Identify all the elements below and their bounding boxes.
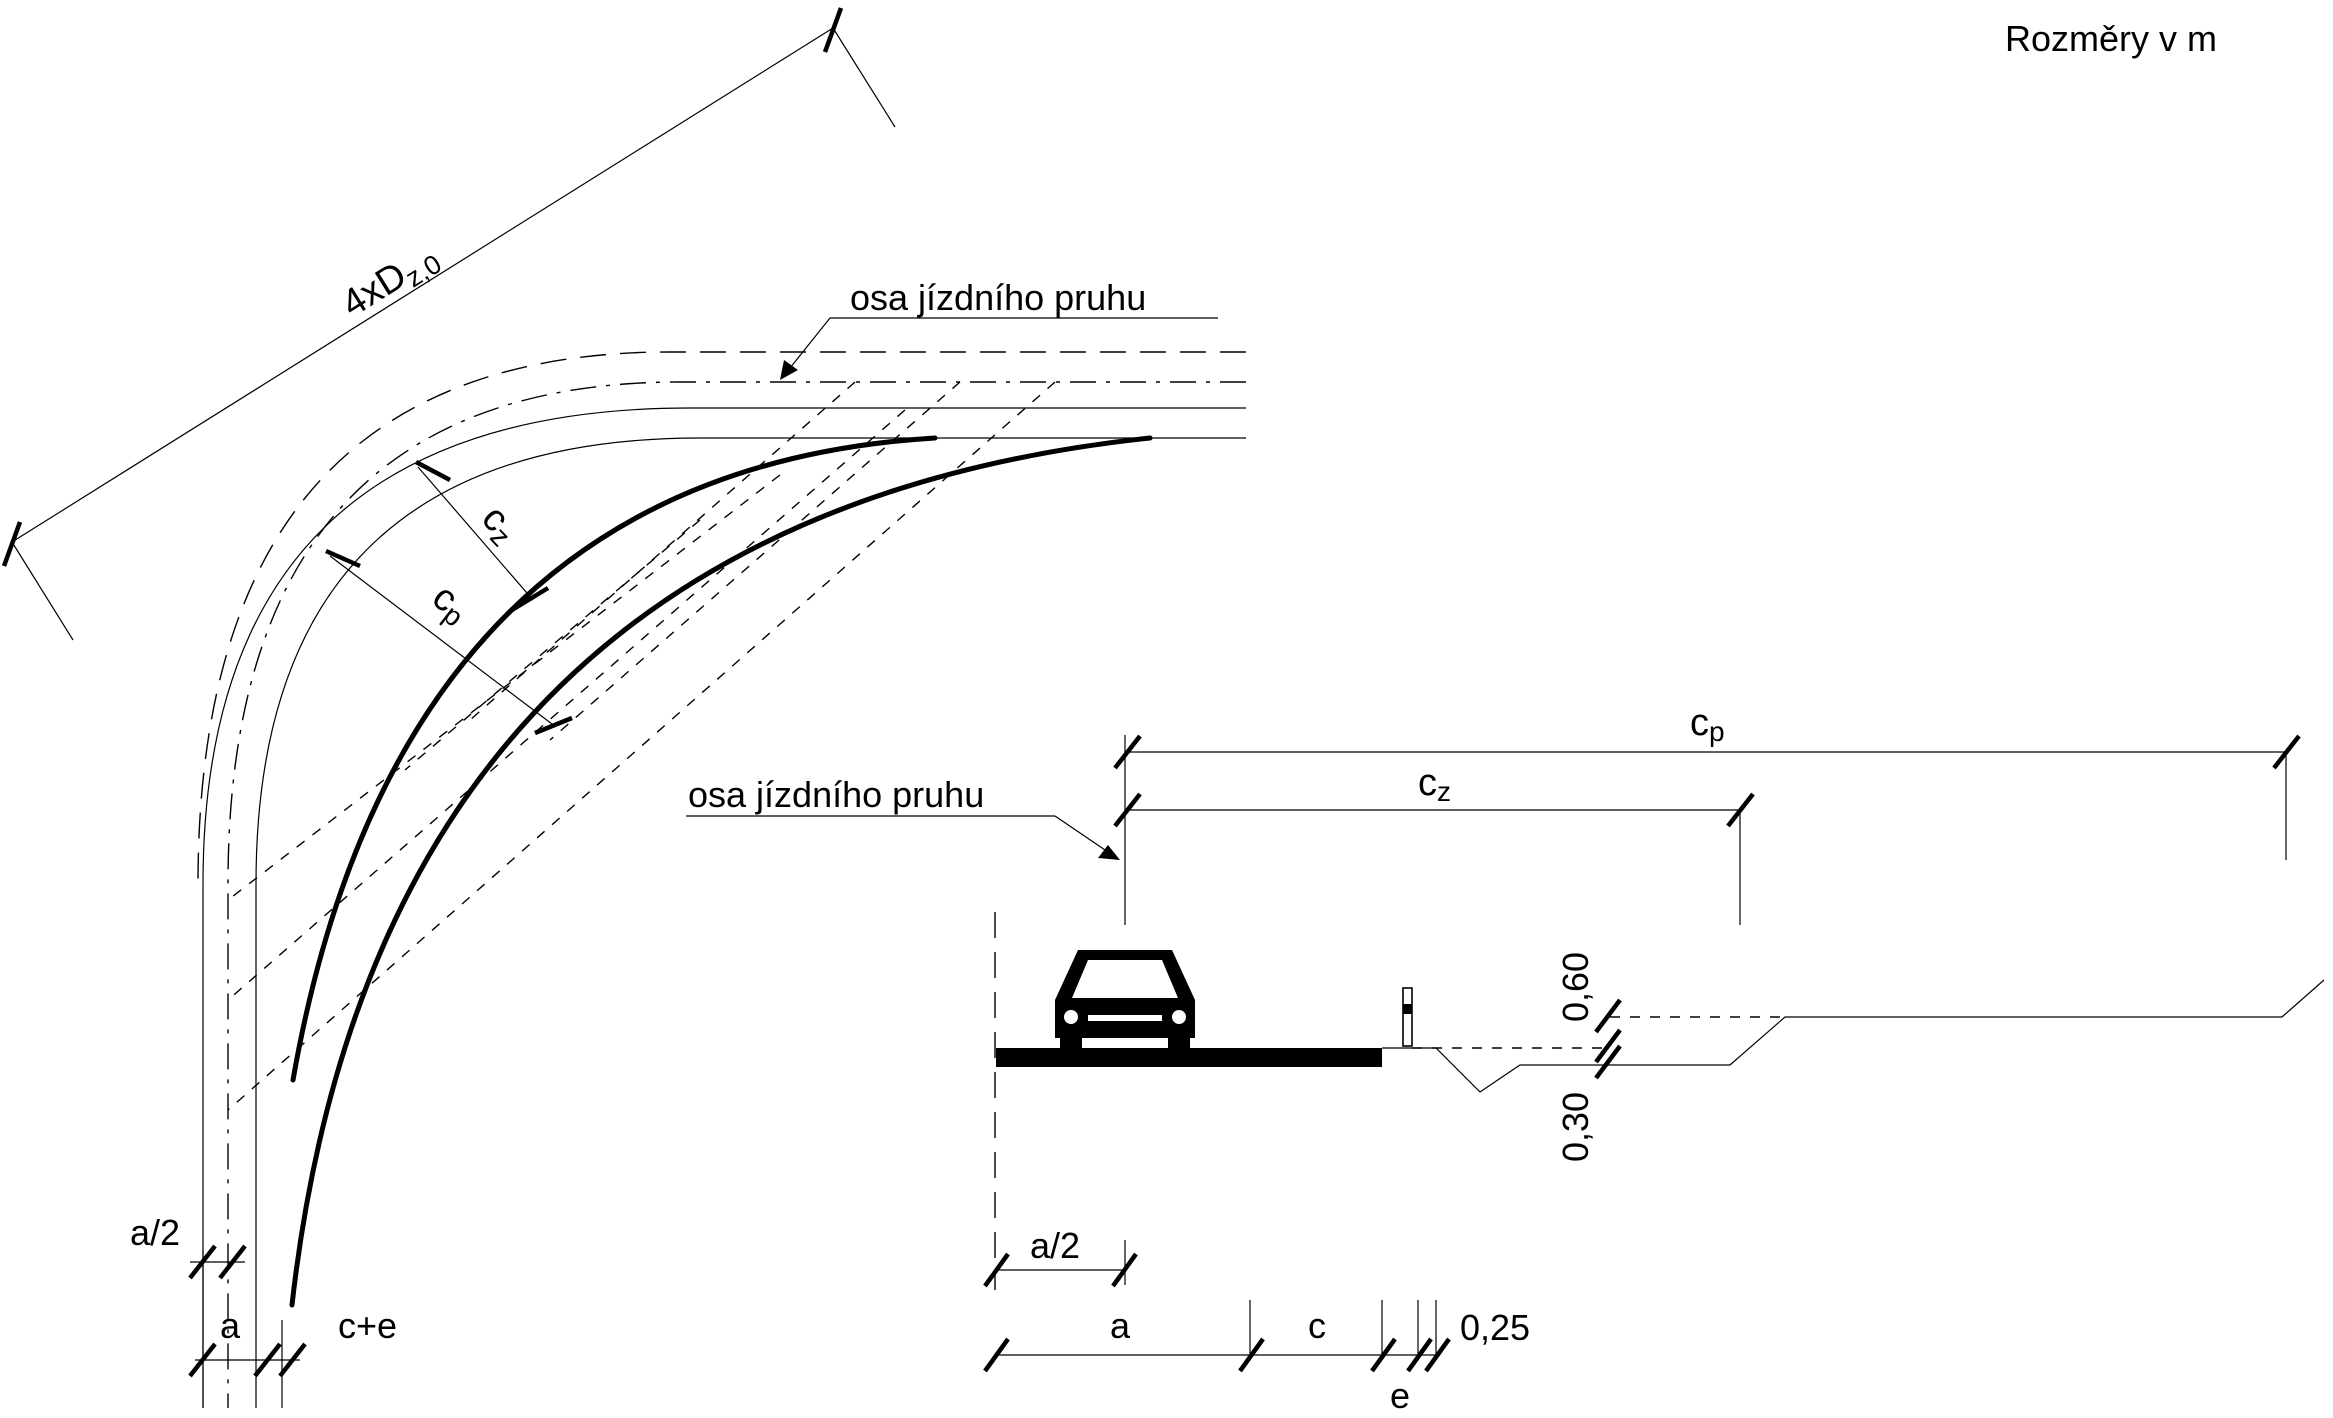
h030-tick-bottom (1594, 1044, 1622, 1080)
section-e-label: e (1390, 1375, 1410, 1416)
cross-section: cp cz osa jízdního pruhu (686, 702, 2325, 1416)
plan-half-lane-tick-left (188, 1244, 217, 1280)
section-half-lane-label: a/2 (1030, 1225, 1080, 1266)
section-cz-dimension: cz (1113, 762, 1755, 925)
section-025-label: 0,25 (1460, 1307, 1530, 1348)
plan-lane-axis-arrowhead (780, 360, 798, 380)
section-lane-axis-leader (1054, 815, 1109, 853)
section-cp-label: cp (1690, 702, 1725, 747)
section-cz-label: cz (1418, 762, 1451, 807)
sight-line-4 (469, 381, 856, 721)
plan-ce-tick-right (278, 1342, 307, 1378)
plan-half-lane-label: a/2 (130, 1212, 180, 1253)
section-half-lane-tick-right (1111, 1252, 1138, 1288)
long-dimension-extension-right (832, 27, 896, 128)
roadside-post-icon (1402, 987, 1413, 1047)
long-dimension-line (11, 27, 834, 543)
plan-lane-tick-right (253, 1342, 282, 1378)
section-e-tick-right (1406, 1337, 1433, 1373)
section-cp-tick-left (1113, 734, 1142, 770)
cz-tick-top (414, 460, 452, 482)
terrain-line (1382, 979, 2325, 1093)
section-lane-axis-arrowhead (1098, 845, 1120, 860)
plan-lane-axis-callout: osa jízdního pruhu (780, 277, 1218, 380)
section-a-tick-right (1238, 1337, 1265, 1373)
section-cz-tick-left (1113, 792, 1142, 828)
road-outer-dashed-line (197, 351, 1246, 885)
cp-dimension: cp (325, 548, 573, 736)
section-bottom-dimensions: a/2 a c e 0,25 (983, 1225, 1530, 1416)
section-025-tick-right (1424, 1337, 1451, 1373)
plan-c-plus-e-label: c+e (338, 1305, 397, 1346)
cz-dimension: cz (414, 460, 550, 612)
h060-tick (1594, 998, 1622, 1034)
sight-line-3 (227, 381, 1056, 1111)
long-dimension-extension-left (11, 541, 74, 641)
plan-half-lane-tick-right (218, 1244, 247, 1280)
section-c-label: c (1308, 1305, 1326, 1346)
section-lane-label: a (1110, 1305, 1131, 1346)
cp-tick-top (325, 548, 361, 569)
cp-dimension-line (329, 555, 553, 725)
section-a-tick-left (983, 1337, 1010, 1373)
clearance-curve-cz (290, 435, 938, 1083)
sight-lines (227, 381, 1056, 1111)
plan-lane-tick-left (188, 1342, 217, 1378)
section-c-tick-right (1370, 1337, 1397, 1373)
cz-label: cz (471, 497, 526, 552)
plan-lane-label: a (220, 1305, 241, 1346)
sight-line-6 (404, 519, 701, 771)
long-dimension-tick-left (1, 521, 23, 567)
section-lane-axis-callout: osa jízdního pruhu (686, 774, 1120, 860)
plan-bottom-dimensions: a/2 a c+e (130, 1212, 397, 1378)
cp-tick-bottom (534, 715, 573, 736)
plan-lane-axis-leader (789, 317, 831, 369)
section-cp-dimension: cp (1113, 702, 2301, 925)
sight-line-5 (549, 381, 961, 741)
cz-tick-bottom (510, 586, 550, 612)
h030-tick-top (1594, 1028, 1622, 1064)
lane-axis-line (227, 381, 1246, 1408)
height-dimensions: 0,60 0,30 (1555, 952, 1622, 1162)
section-lane-axis-label: osa jízdního pruhu (688, 774, 984, 815)
section-cz-tick-right (1726, 792, 1755, 828)
cp-label: cp (423, 576, 478, 633)
section-cp-tick-right (2272, 734, 2301, 770)
units-note: Rozměry v m (2005, 18, 2217, 59)
cz-dimension-line (417, 466, 534, 601)
sight-line-2 (227, 409, 906, 1001)
road-lines (197, 351, 1246, 1408)
long-dimension-tick-right (822, 7, 844, 53)
clearance-curve-cp (289, 435, 1153, 1308)
h060-label: 0,60 (1555, 952, 1596, 1022)
terrain-profile (1382, 979, 2325, 1093)
road-edge-line-outer (255, 437, 1246, 1408)
long-dimension-label: 4xDz,0 (335, 235, 447, 329)
h030-label: 0,30 (1555, 1092, 1596, 1162)
car-icon (1055, 950, 1195, 1050)
plan-view: 4xDz,0 cz (1, 7, 1246, 1408)
section-half-lane-tick-left (983, 1252, 1010, 1288)
pavement-slab (996, 1048, 1382, 1067)
plan-lane-axis-label: osa jízdního pruhu (850, 277, 1146, 318)
